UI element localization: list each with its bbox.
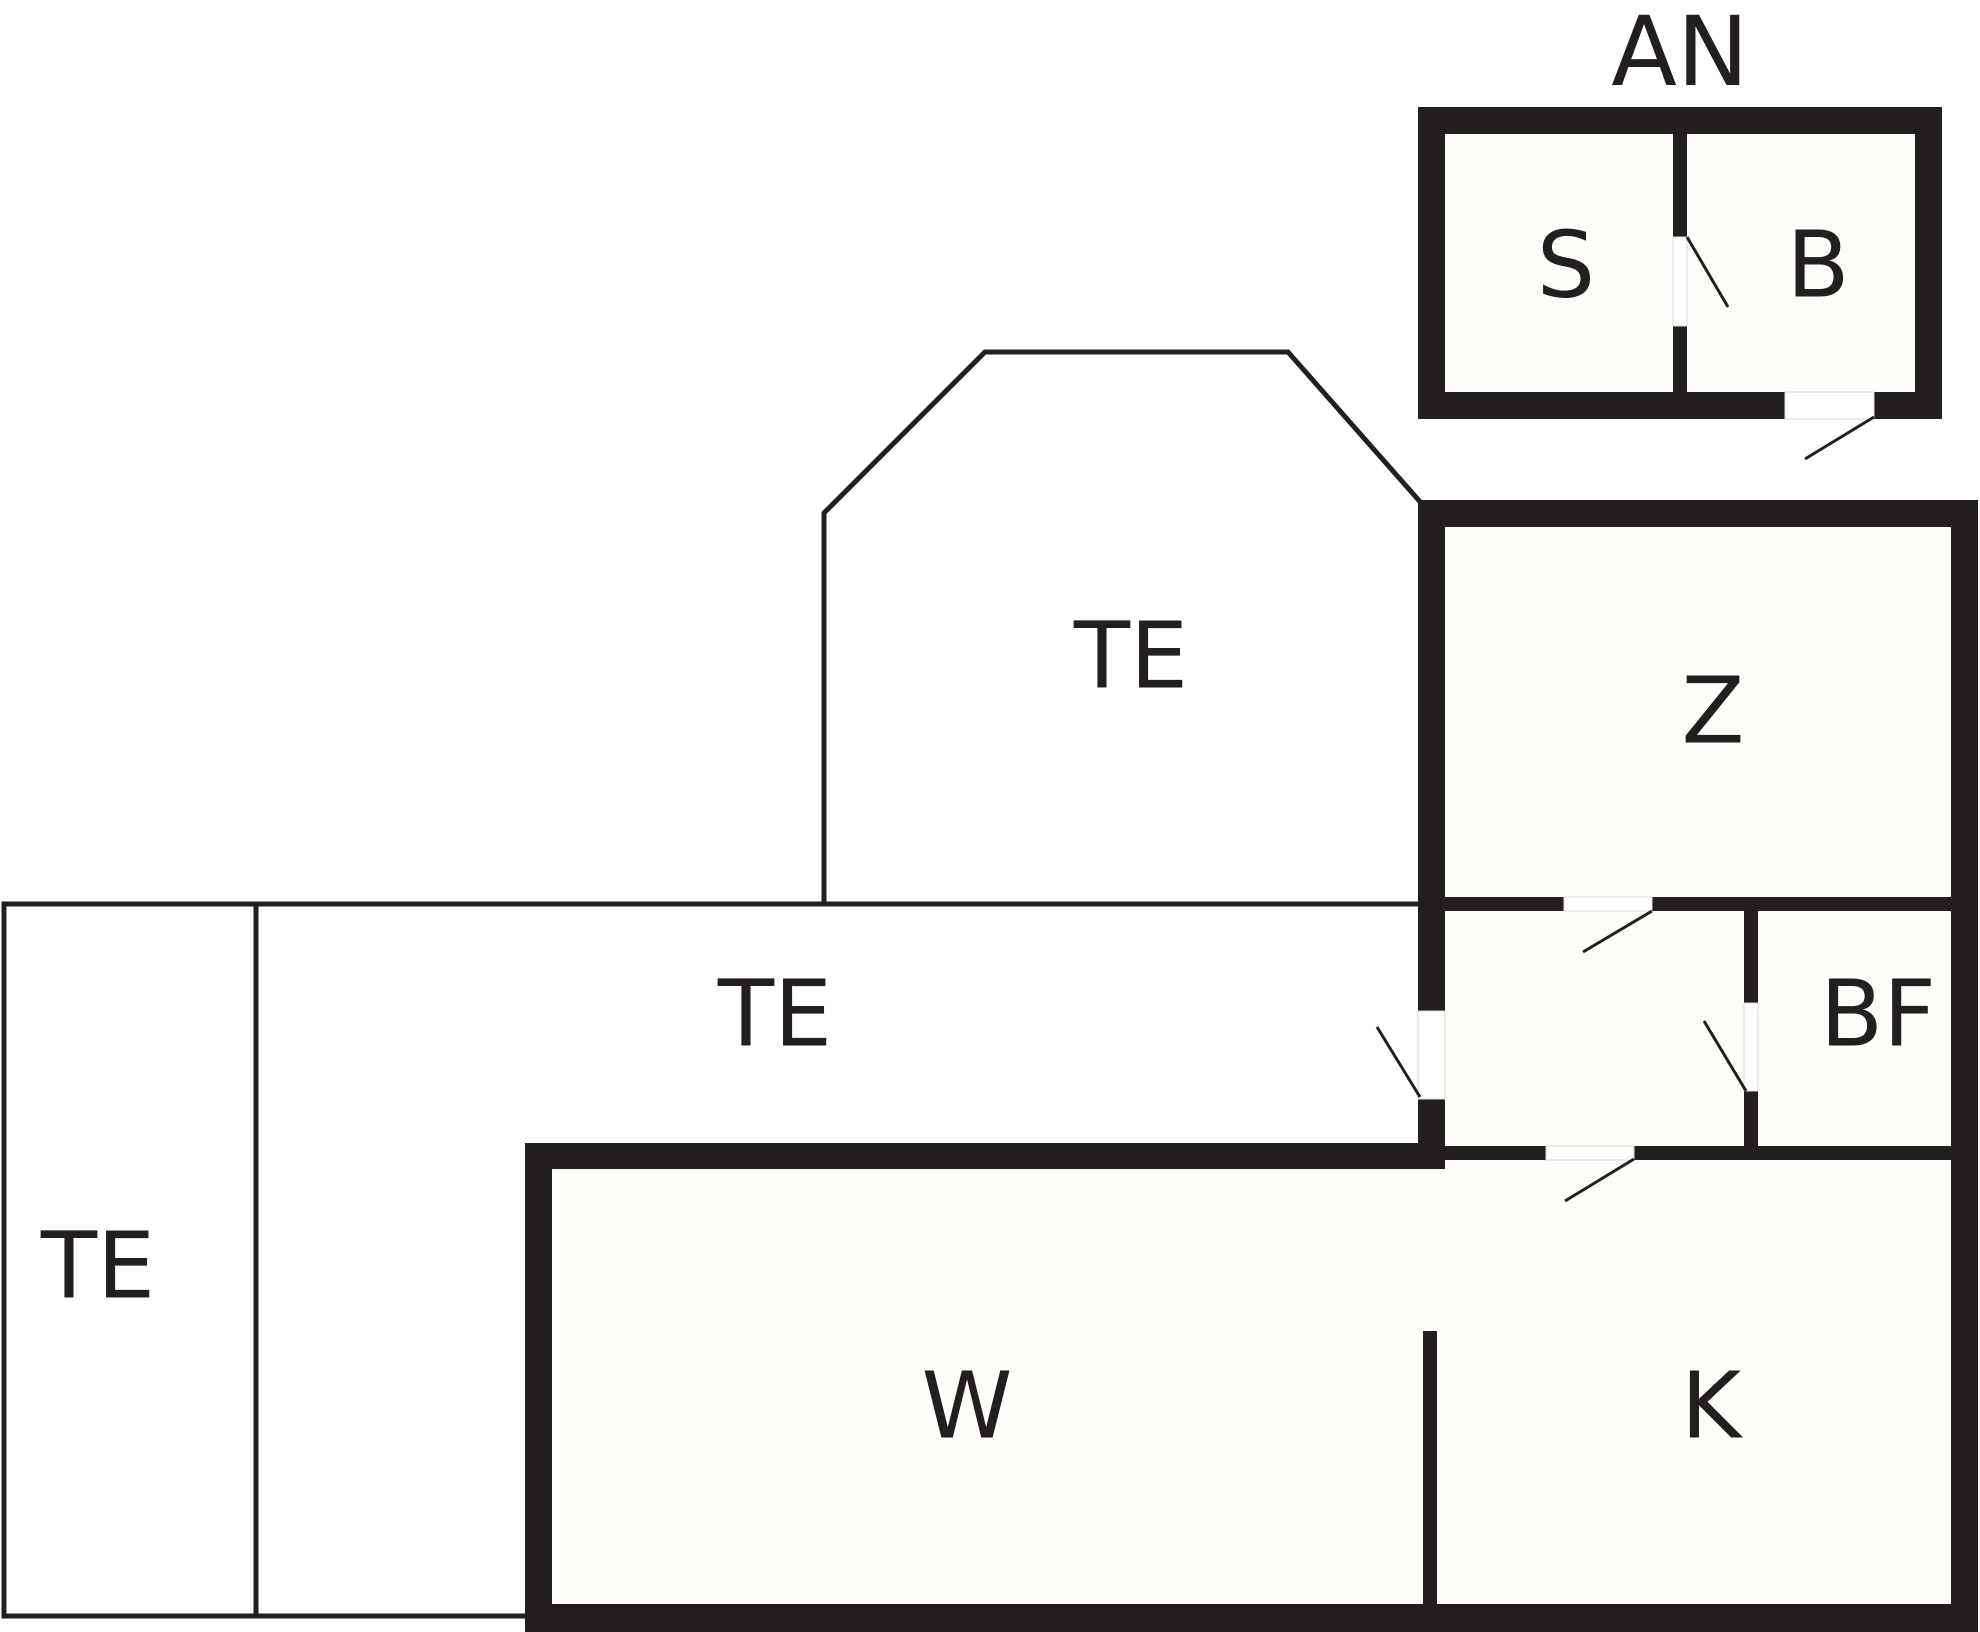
room-label-terrace-upper: TE — [1073, 603, 1188, 710]
annex-wall-bottom-right — [1874, 392, 1942, 419]
z-door — [1563, 896, 1653, 912]
house-wall-west — [525, 1143, 552, 1632]
k-door — [1545, 1145, 1635, 1161]
house-wall-mid — [527, 1143, 1445, 1169]
annex-entrance-door — [1784, 391, 1875, 420]
annex-inner-door-swing — [1685, 236, 1730, 308]
z-wall-left — [1445, 897, 1564, 911]
bf-wall-lower — [1744, 1091, 1758, 1152]
terrace-door-swing — [1375, 1026, 1422, 1098]
annex-wall-left — [1418, 107, 1445, 419]
room-label-b: B — [1786, 212, 1849, 319]
house-floor — [527, 504, 1978, 1630]
house-wall-bottom — [525, 1604, 1978, 1632]
k-wall-left — [1445, 1146, 1546, 1160]
house-wall-right — [1951, 500, 1978, 1632]
z-door-swing — [1582, 909, 1653, 954]
annex-wall-right — [1915, 107, 1942, 419]
room-label-z: Z — [1681, 658, 1744, 765]
bf-wall-upper — [1744, 911, 1758, 1003]
annex-wall-bottom-left — [1418, 392, 1785, 419]
annex-inner-door — [1672, 236, 1688, 327]
annex-partition-upper — [1673, 132, 1687, 237]
room-label-w: W — [922, 1353, 1013, 1460]
annex-title: AN — [1611, 0, 1748, 108]
bf-door — [1743, 1002, 1759, 1092]
annex-partition-lower — [1673, 326, 1687, 396]
w-k-divider — [1423, 1331, 1437, 1611]
room-label-terrace-middle: TE — [717, 961, 832, 1068]
z-wall-right — [1652, 897, 1951, 911]
house-wall-top — [1422, 500, 1978, 527]
annex — [1418, 107, 1942, 461]
house-wall-left-upper — [1418, 500, 1445, 1011]
k-door-swing — [1564, 1157, 1635, 1203]
annex-entrance-door-swing — [1804, 415, 1875, 461]
room-label-s: S — [1537, 212, 1595, 319]
room-label-terrace-left: TE — [40, 1213, 155, 1320]
house-walls — [525, 500, 1978, 1632]
annex-wall-top — [1418, 107, 1942, 134]
terrace-door — [1417, 1010, 1446, 1100]
room-label-k: K — [1681, 1353, 1744, 1460]
bf-door-swing — [1702, 1020, 1748, 1092]
k-wall-right — [1634, 1146, 1951, 1160]
room-label-bf: BF — [1820, 961, 1936, 1068]
